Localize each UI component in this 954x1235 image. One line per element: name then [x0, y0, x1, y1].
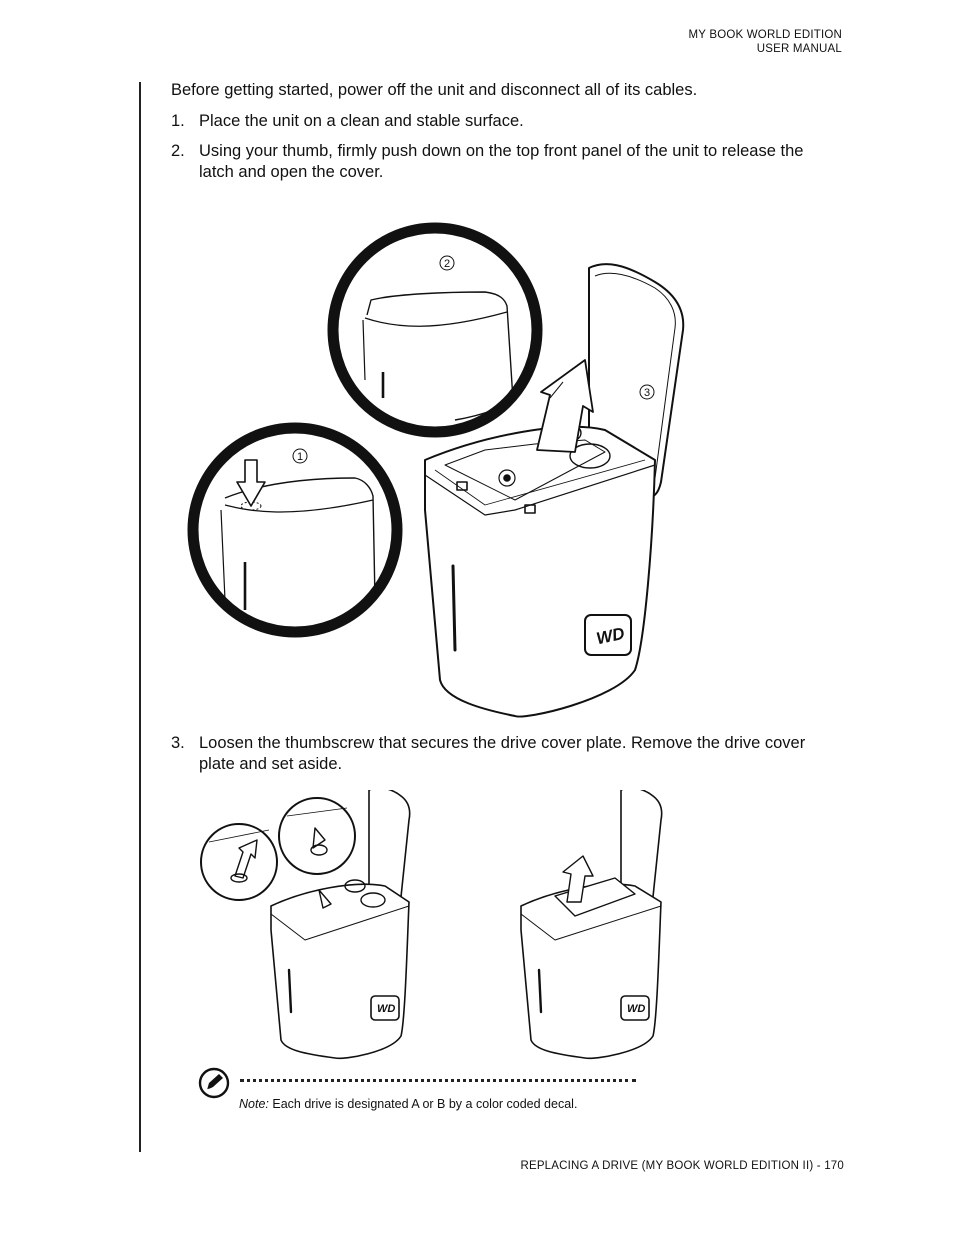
header-title: MY BOOK WORLD EDITION: [688, 29, 842, 41]
remove-cover-plate-illustration: WD WD: [200, 790, 663, 1060]
note-label: Note:: [239, 1097, 269, 1111]
inset-circle-top: [327, 222, 543, 438]
note-divider: [240, 1079, 636, 1082]
step-text: Using your thumb, firmly push down on th…: [199, 142, 804, 181]
margin-rule: [139, 82, 141, 1152]
inset-circle-left-b: [278, 797, 356, 875]
open-cover-illustration: WD 2 3 1: [187, 222, 685, 718]
header-subtitle: USER MANUAL: [756, 43, 842, 55]
step-3: 3. Loosen the thumbscrew that secures th…: [171, 733, 836, 775]
running-header: MY BOOK WORLD EDITION USER MANUAL: [688, 28, 842, 56]
note-body: Each drive is designated A or B by a col…: [268, 1097, 578, 1111]
turn-arrow-icon: [234, 839, 258, 879]
inset-circle-bottom: [187, 422, 403, 638]
step-text: Place the unit on a clean and stable sur…: [199, 112, 524, 130]
step-2: 2. Using your thumb, firmly push down on…: [171, 141, 836, 183]
running-footer: REPLACING A DRIVE (MY BOOK WORLD EDITION…: [520, 1160, 844, 1172]
step-text: Loosen the thumbscrew that secures the d…: [199, 734, 806, 773]
note: Note: Each drive is designated A or B by…: [239, 1097, 577, 1111]
wd-logo-right: WD: [627, 1003, 645, 1015]
step-number: 2.: [171, 142, 185, 160]
step-number: 3.: [171, 734, 185, 752]
drive-body: [424, 425, 656, 718]
step-number: 1.: [171, 112, 185, 130]
step-1: 1. Place the unit on a clean and stable …: [171, 111, 836, 132]
pencil-note-icon: [198, 1067, 230, 1099]
open-arrow-icon: [536, 359, 594, 453]
intro-paragraph: Before getting started, power off the un…: [171, 81, 698, 99]
callout-3: 3: [644, 387, 650, 399]
wd-logo-left: WD: [377, 1003, 395, 1015]
callout-2: 2: [444, 258, 450, 270]
push-down-arrow-icon: [236, 459, 266, 507]
callout-1: 1: [297, 451, 303, 463]
lift-arrow-icon: [562, 855, 594, 903]
